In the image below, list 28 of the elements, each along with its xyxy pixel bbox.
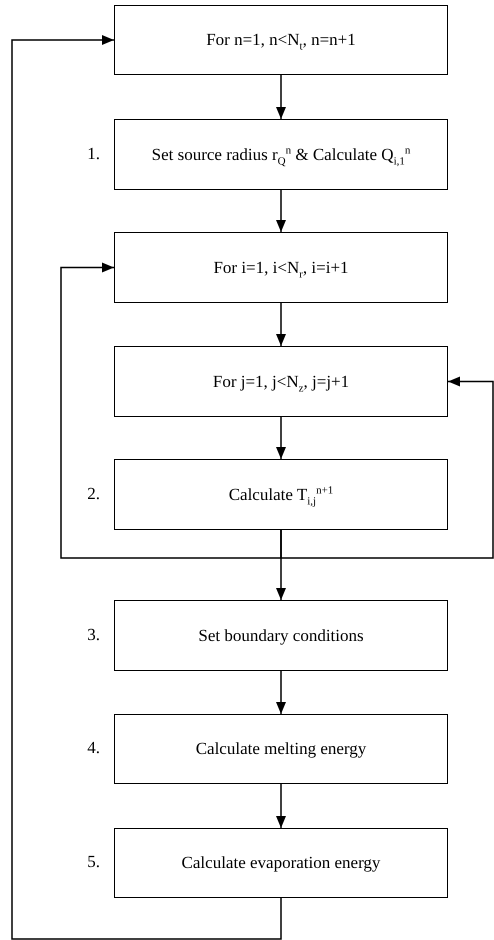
arrow [276,671,286,714]
arrow [276,75,286,119]
arrow [276,784,286,828]
process-box [114,346,448,417]
arrow [11,35,282,940]
arrow [276,303,286,346]
process-box [114,714,448,784]
arrow [276,190,286,232]
process-box [114,5,448,75]
step-text: Calculate evaporation energy [180,852,382,874]
step-number: 3. [86,624,100,644]
process-box [114,828,448,898]
process-box [114,459,448,530]
step-text: Set boundary conditions [197,624,365,646]
step-number: 4. [86,738,100,758]
step-number: 2. [86,484,100,504]
step-number: 5. [86,852,100,872]
process-box [114,119,448,190]
arrow [276,417,286,459]
arrow [60,262,282,559]
step-text: For n=1, n<N$_{t}$, n=n+1 [205,29,357,51]
step-text: Calculate melting energy [194,738,368,760]
step-text: For j=1, j<N$_{z}$, j=j+1 [212,370,350,392]
arrow [280,376,494,559]
process-box [114,232,448,303]
process-box [114,600,448,671]
step-text: For i=1, i<N$_{r}$, i=i+1 [212,256,350,278]
step-number: 1. [86,144,100,164]
